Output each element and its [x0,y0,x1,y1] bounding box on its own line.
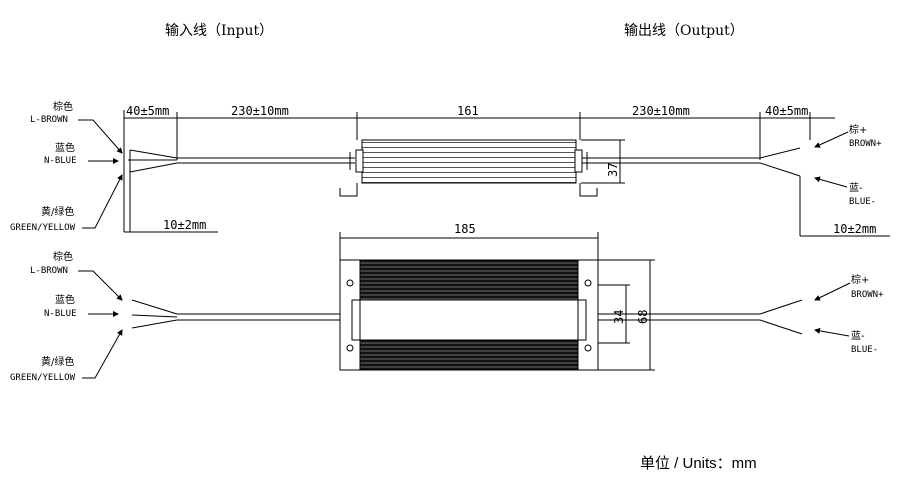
label-brown-en-top: L-BROWN [30,266,68,276]
label-pos-en: BROWN+ [849,139,882,149]
label-brown-en: L-BROWN [30,115,68,125]
dim-cable-out: 230±10mm [632,104,690,118]
label-blue-cn: 蓝色 [55,141,75,154]
dim-cable-in: 230±10mm [231,104,289,118]
label-ground-cn-top: 黄/绿色 [41,355,74,368]
label-pos-cn-top: 棕+ [851,273,869,286]
dim-out-offset: 10±2mm [833,222,876,236]
dim-body-length: 161 [457,104,479,118]
dim-strip-out: 40±5mm [765,104,808,118]
label-neg-cn-top: 蓝- [851,330,865,342]
input-title: 输入线（Input） [165,23,273,39]
dim-total-width: 68 [636,310,650,324]
dim-strip-in: 40±5mm [126,104,169,118]
label-pos-cn: 棕+ [849,123,867,136]
label-pos-en-top: BROWN+ [851,290,884,300]
label-blue-en: N-BLUE [44,156,77,166]
label-brown-cn: 棕色 [53,100,73,113]
dim-height: 37 [606,163,620,177]
label-blue-en-top: N-BLUE [44,309,77,319]
label-blue-cn-top: 蓝色 [55,293,75,306]
dim-ground-offset: 10±2mm [163,218,206,232]
label-ground-en: GREEN/YELLOW [10,223,76,233]
output-title: 输出线（Output） [624,23,744,39]
label-ground-cn: 黄/绿色 [41,205,74,218]
label-brown-cn-top: 棕色 [53,250,73,263]
label-neg-en-top: BLUE- [851,345,878,355]
label-neg-en: BLUE- [849,197,876,207]
units-label: 单位 / Units：mm [640,455,757,472]
label-ground-en-top: GREEN/YELLOW [10,373,76,383]
dim-inner-width: 34 [612,310,626,324]
top-view [131,232,803,371]
label-neg-cn: 蓝- [849,182,863,194]
side-view [123,110,890,237]
housing-side [361,139,577,184]
dim-total-length: 185 [454,222,476,236]
